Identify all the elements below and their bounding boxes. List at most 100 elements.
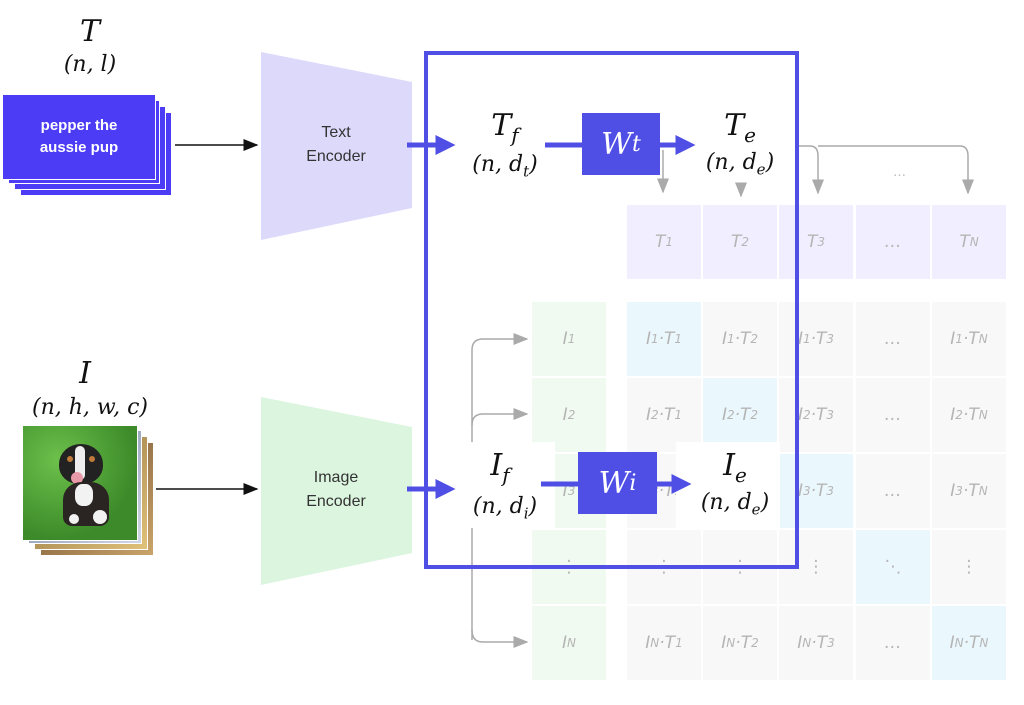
cell-sub: N	[969, 235, 979, 249]
similarity-cell: …	[856, 606, 930, 680]
dot-operator: ·	[963, 633, 970, 653]
dot-operator: ·	[962, 329, 969, 349]
cell-base: T	[968, 405, 979, 425]
cell-sub: 3	[817, 235, 826, 249]
cell-base: T	[664, 633, 676, 653]
cell-sub: 1	[665, 235, 674, 249]
image-embed-base: I	[723, 448, 735, 483]
text-input-symbol: T	[79, 14, 100, 49]
image-weight-sub: i	[629, 470, 637, 496]
image-feature-shape: (n, di)	[455, 494, 555, 522]
dot-operator: ·	[658, 329, 665, 349]
text-embed-shape-close: )	[765, 150, 775, 175]
cell-base: T	[654, 232, 666, 252]
image-embed-shape-sub: e	[751, 500, 761, 519]
cell-sub: N	[978, 484, 988, 498]
cell-base: T	[968, 329, 979, 349]
cell-sub: 2	[726, 408, 735, 422]
image-embed-label: Ie	[700, 448, 770, 487]
cell-base: I	[950, 329, 956, 349]
cell-sub: 2	[567, 408, 576, 422]
similarity-cell: …	[856, 302, 930, 376]
cell-sub: 1	[726, 332, 735, 346]
cell-base: I	[949, 633, 955, 653]
image-embed-bg	[676, 442, 780, 528]
image-input-shape: (n, h, w, c)	[31, 395, 148, 420]
text-feature-shape-close: )	[529, 152, 538, 177]
image-feature-shape-base: (n, d	[472, 494, 524, 519]
text-card: pepper the aussie pup	[2, 94, 156, 180]
text-feature-base: T	[491, 108, 512, 143]
cell-base: T	[816, 633, 828, 653]
text-feature-shape: (n, dt)	[455, 152, 555, 180]
cell-base: T	[816, 481, 827, 501]
dot-operator: ·	[810, 481, 817, 501]
cell-sub: 2	[741, 235, 750, 249]
image-weight-base: W	[598, 465, 630, 501]
cell-sub: 2	[802, 408, 811, 422]
image-encoder-shape	[261, 397, 412, 585]
dot-operator: ·	[658, 405, 665, 425]
text-weight-base: W	[601, 126, 632, 162]
text-embed-shape-sub: e	[756, 160, 766, 179]
image-feature-shape-close: )	[528, 494, 538, 519]
image-embed-shape-close: )	[760, 490, 770, 515]
dot-operator: ·	[659, 633, 665, 653]
text-feature-sub: f	[511, 123, 519, 147]
text-embed-sub: e	[744, 123, 756, 147]
text-encoder-label-line2: Encoder	[306, 148, 366, 165]
cell-base: I	[797, 633, 803, 653]
text-encoder-shape	[261, 52, 412, 240]
cell-base: I	[562, 329, 568, 349]
text-embed-shape-base: (n, d	[705, 150, 757, 175]
cell-sub: 3	[802, 484, 811, 498]
cell-base: I	[721, 329, 727, 349]
dot-operator: ·	[810, 329, 817, 349]
cell-base: I	[721, 405, 727, 425]
dot-operator: ·	[962, 405, 969, 425]
text-encoder: Text Encoder	[276, 121, 396, 169]
image-input-symbol: I	[79, 356, 91, 391]
image-feature-shape-sub: i	[523, 504, 529, 523]
cell-base: T	[959, 232, 970, 252]
image-embed-connectors	[471, 333, 529, 648]
image-encoder-label-line2: Encoder	[306, 493, 366, 510]
dot-operator: ·	[962, 481, 969, 501]
cell-base: …	[884, 232, 902, 252]
text-feature-label: Tf	[470, 108, 540, 147]
image-embed-sub: e	[735, 463, 747, 487]
cell-base: I	[645, 633, 651, 653]
cell-base: T	[740, 633, 752, 653]
cell-sub: 1	[567, 332, 576, 346]
dot-operator: ·	[811, 633, 817, 653]
cell-base: T	[969, 633, 980, 653]
cell-sub: N	[650, 636, 660, 650]
cell-base: T	[968, 481, 979, 501]
cell-sub: N	[726, 636, 736, 650]
cell-sub: 3	[955, 484, 963, 498]
text-weight-sub: t	[632, 131, 641, 157]
cell-base: T	[816, 329, 827, 349]
similarity-cell: …	[856, 454, 930, 528]
cell-base: T	[806, 232, 818, 252]
text-embed-label: Te	[705, 108, 775, 147]
text-feature-shape-base: (n, d	[472, 152, 524, 177]
image-feature-bg	[455, 442, 555, 528]
text-encoder-label-line1: Text	[321, 124, 351, 141]
cell-sub: 2	[750, 332, 759, 346]
text-embedding-cell: …	[856, 205, 930, 279]
cell-sub: N	[567, 636, 576, 650]
